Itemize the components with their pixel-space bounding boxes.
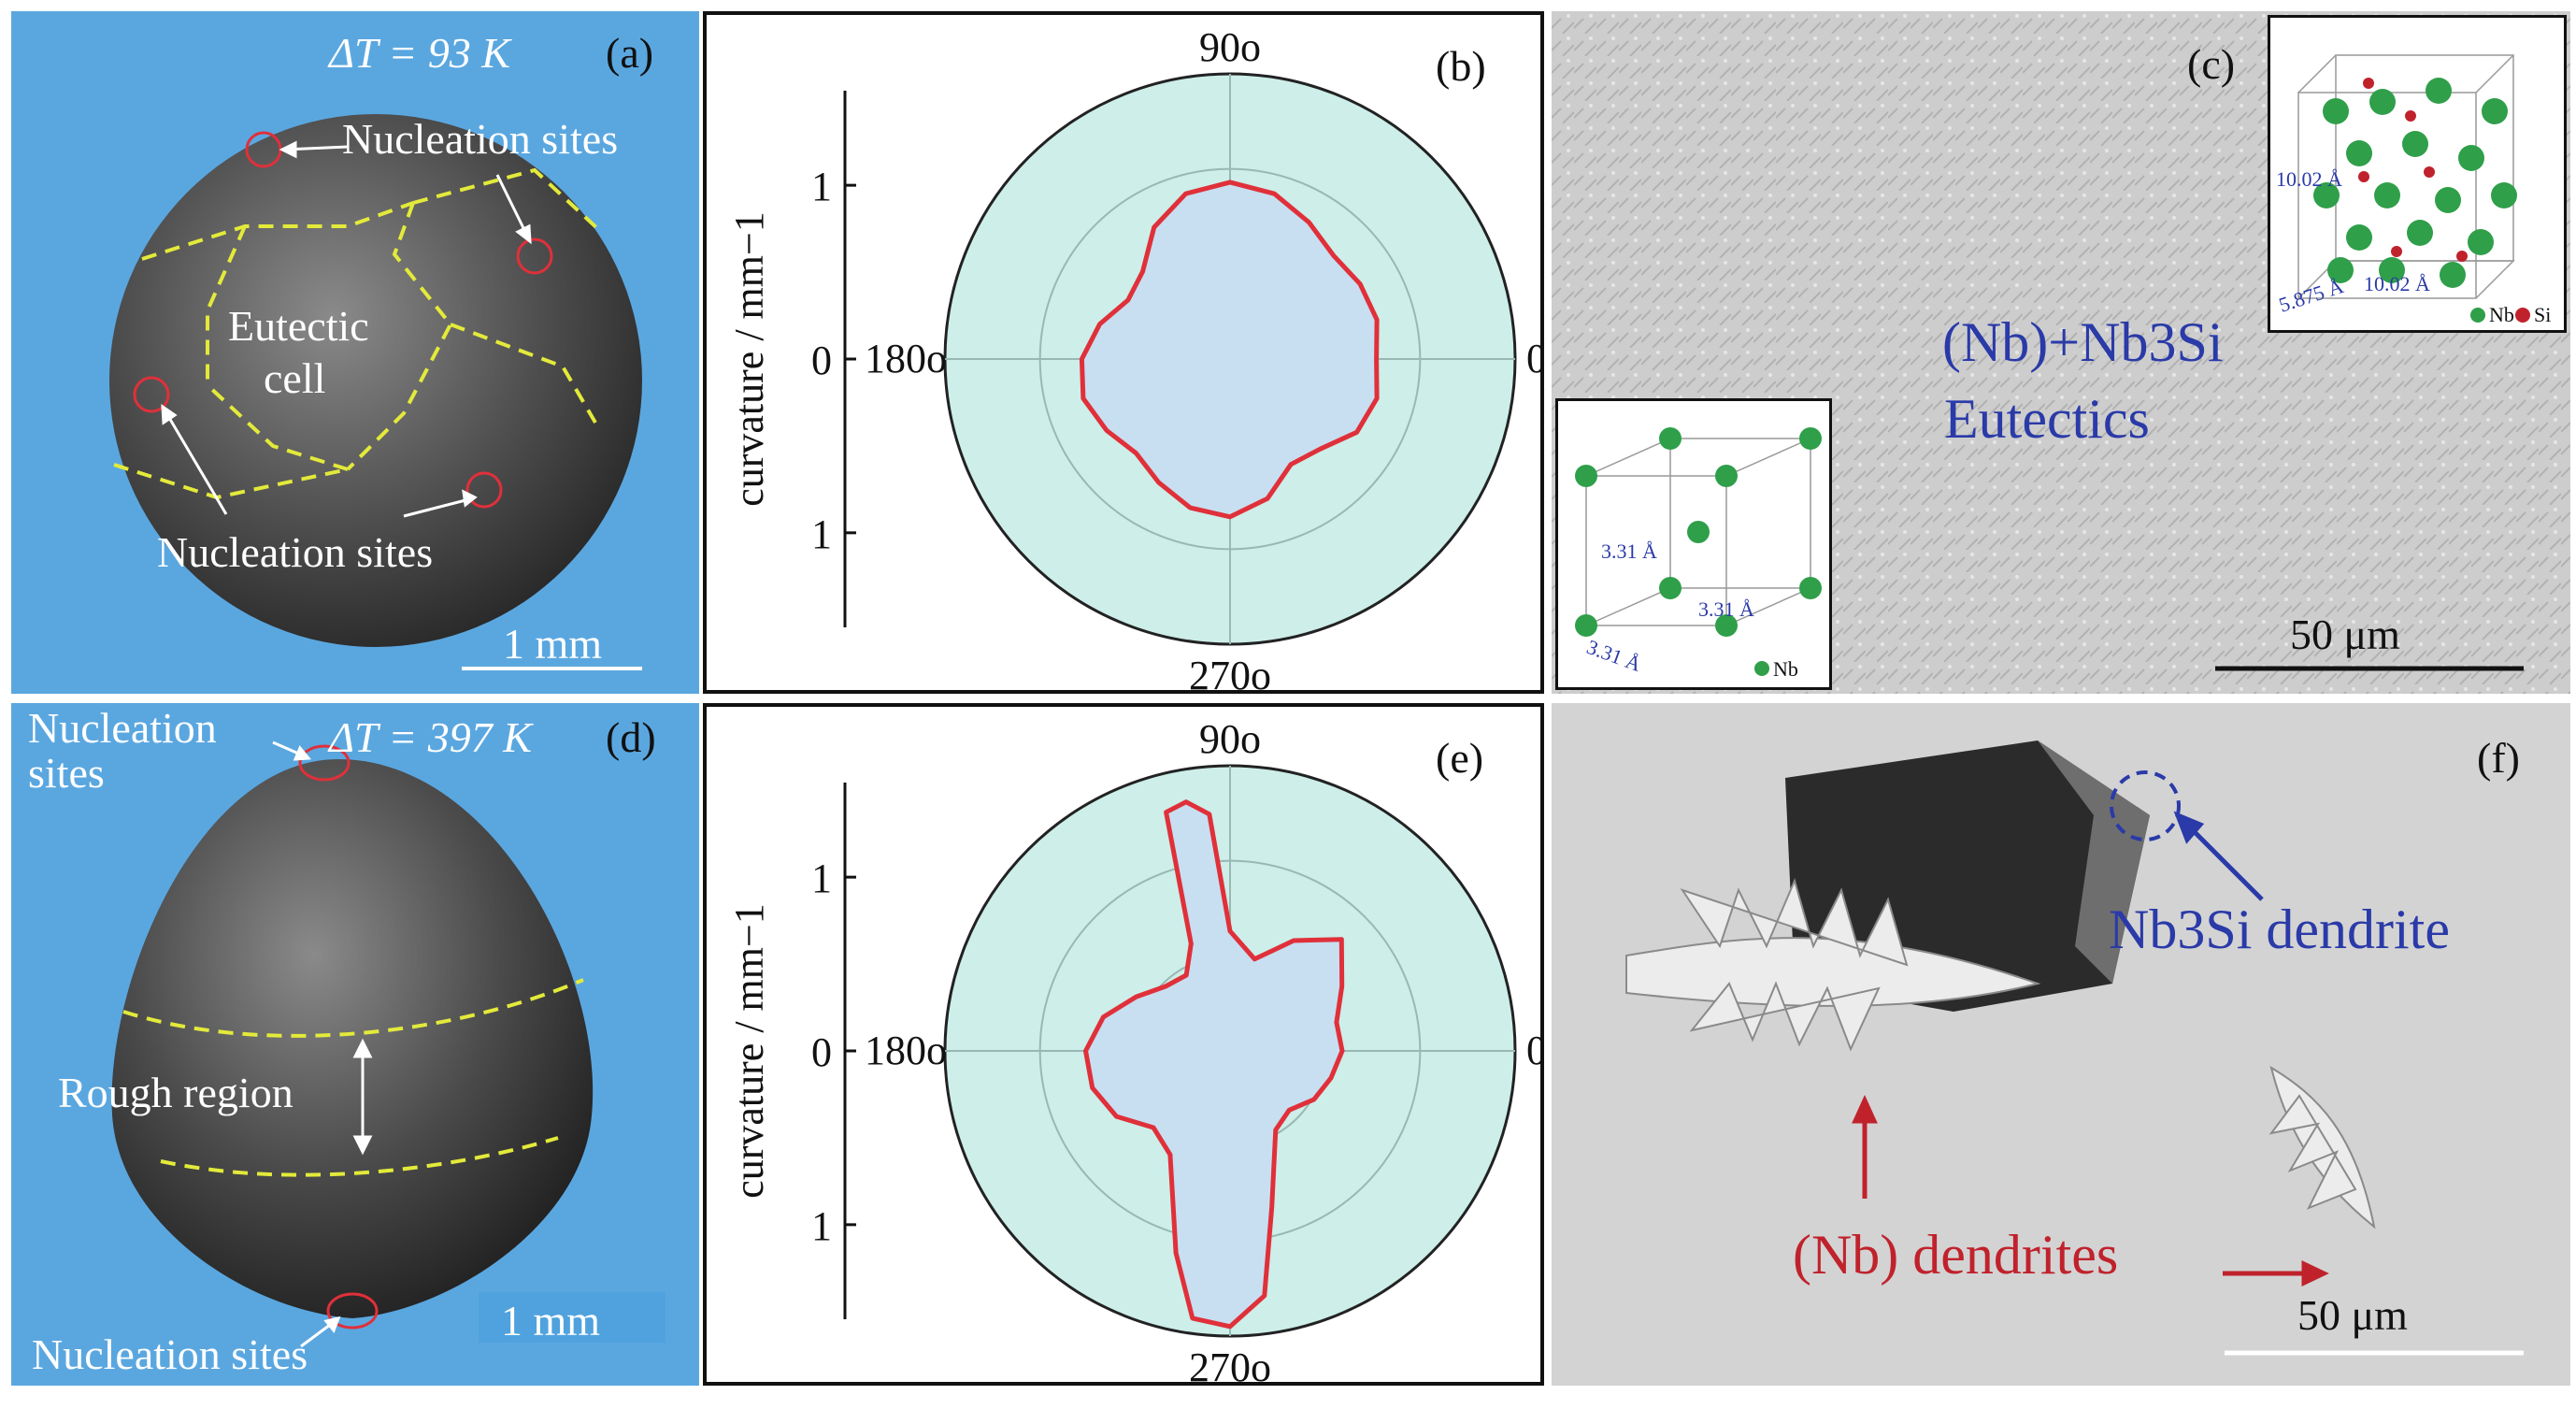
chart-panel-label: (e): [1436, 734, 1484, 782]
polar-chart-b: 90o 180o 0o 270o 1 0 1 curvature / mm−1: [726, 24, 1540, 690]
nb3si-unit-cell: [2297, 54, 2530, 323]
nucleation-label-bottom: Nucleation sites: [157, 528, 434, 576]
scale-bar-label: 1 mm: [501, 1297, 601, 1344]
radial-tick-label: 1: [811, 1203, 832, 1249]
curvature-curve: [1083, 799, 1345, 1330]
legend-si: Si: [2534, 303, 2552, 326]
legend-nb: Nb: [2489, 303, 2514, 326]
droplet-sphere: [109, 114, 642, 647]
angle-label: 270o: [1189, 653, 1271, 690]
chart-panel-label: (b): [1436, 42, 1486, 90]
curvature-curve: [1079, 180, 1380, 520]
panel-c: (c) (Nb)+Nb3Si Eutectics 50 μm: [1552, 11, 2570, 694]
radial-axis-title: curvature / mm−1: [726, 211, 772, 507]
radial-tick-label: 0: [811, 338, 832, 383]
scale-bar-label: 1 mm: [503, 620, 603, 668]
cell-label: cell: [264, 354, 326, 402]
panel-label: (c): [2187, 40, 2236, 88]
droplet-body: [111, 759, 594, 1318]
panel-d-photo: [111, 740, 665, 1348]
nucleation-label-top-1: Nucleation: [28, 704, 217, 752]
panel-a: ΔT = 93 K (a) Nucleation sites Eutectic …: [11, 11, 699, 694]
radial-tick-label: 1: [811, 511, 832, 557]
panel-e-chart: 90o 180o 0o 270o 1 0 1 curvature / mm−1 (e): [703, 703, 1544, 1386]
radial-axis-title: curvature / mm−1: [726, 903, 772, 1199]
panel-f: (f) Nb3Si dendrite (Nb) dendrites 50 μm: [1552, 703, 2570, 1386]
angle-label: 0o: [1526, 336, 1540, 381]
scale-bar-label: 50 μm: [2290, 611, 2400, 658]
angle-label: 0o: [1526, 1028, 1540, 1073]
angle-label: 180o: [865, 336, 947, 381]
nb3si-crystal-inset: 10.02 Å 10.02 Å 5.875 Å Nb Si: [2268, 15, 2567, 333]
nb3si-arrow: [2173, 811, 2264, 901]
panel-d: Nucleation sites ΔT = 397 K (d) Rough re…: [11, 703, 699, 1386]
nucleation-label-bottom: Nucleation sites: [32, 1330, 308, 1378]
radial-tick-label: 1: [811, 164, 832, 209]
panel-f-micrograph: [1552, 703, 2570, 1386]
angle-label: 180o: [865, 1028, 947, 1073]
radial-tick-label: 1: [811, 855, 832, 901]
delta-t-label: ΔT = 397 K: [329, 713, 532, 761]
scale-bar-box: [479, 1292, 665, 1343]
nb-arrows: [1852, 1094, 2329, 1287]
rough-region-label: Rough region: [58, 1069, 293, 1116]
lattice-a-label: 10.02 Å: [2276, 167, 2342, 191]
pointer-arrows: [161, 140, 532, 518]
lattice-b-label: 10.02 Å: [2364, 272, 2430, 295]
nucleation-site-markers-d: [298, 744, 379, 1330]
nucleation-label-top-2: sites: [28, 749, 105, 797]
radial-tick-label: 0: [811, 1029, 832, 1075]
rough-region-boundaries: [122, 978, 584, 1177]
nb-unit-cell: [1575, 427, 1822, 676]
scale-bar-label: 50 μm: [2297, 1291, 2408, 1339]
panel-a-photo: [109, 114, 642, 670]
nb3si-dendrite-label: Nb3Si dendrite: [2109, 899, 2450, 960]
panel-label: (f): [2477, 734, 2520, 782]
lattice-a-label: 3.31 Å: [1601, 539, 1657, 563]
eutectics-composition-label: (Nb)+Nb3Si: [1942, 311, 2224, 373]
nb3si-marker: [2110, 770, 2181, 841]
eutectic-label: Eutectic: [228, 302, 369, 350]
panel-label: (d): [606, 713, 656, 761]
lattice-b-label: 3.31 Å: [1698, 597, 1754, 621]
nb-dendrite-main: [1625, 878, 2041, 1052]
eutectic-cell-boundaries: [113, 167, 602, 500]
angle-label: 270o: [1189, 1344, 1271, 1382]
nb-dendrites-label: (Nb) dendrites: [1793, 1224, 2119, 1286]
delta-t-label: ΔT = 93 K: [329, 29, 510, 77]
angle-label: 90o: [1199, 24, 1261, 70]
rough-region-arrow: [352, 1038, 373, 1156]
angle-label: 90o: [1199, 716, 1261, 762]
polar-chart-e: 90o 180o 0o 270o 1 0 1 curvature / mm−1: [726, 716, 1540, 1382]
nb-crystal-inset: 3.31 Å 3.31 Å 3.31 Å Nb: [1555, 398, 1832, 690]
legend-nb: Nb: [1773, 657, 1798, 681]
panel-label: (a): [606, 29, 654, 77]
nucleation-arrows-d: [272, 740, 341, 1348]
panel-b-chart: 90o 180o 0o 270o 1 0 1 curvature / mm−1 (b): [703, 11, 1544, 694]
nucleation-label-top: Nucleation sites: [342, 115, 619, 163]
nb-dendrite-right: [2268, 1065, 2376, 1229]
eutectics-label: Eutectics: [1944, 388, 2150, 450]
